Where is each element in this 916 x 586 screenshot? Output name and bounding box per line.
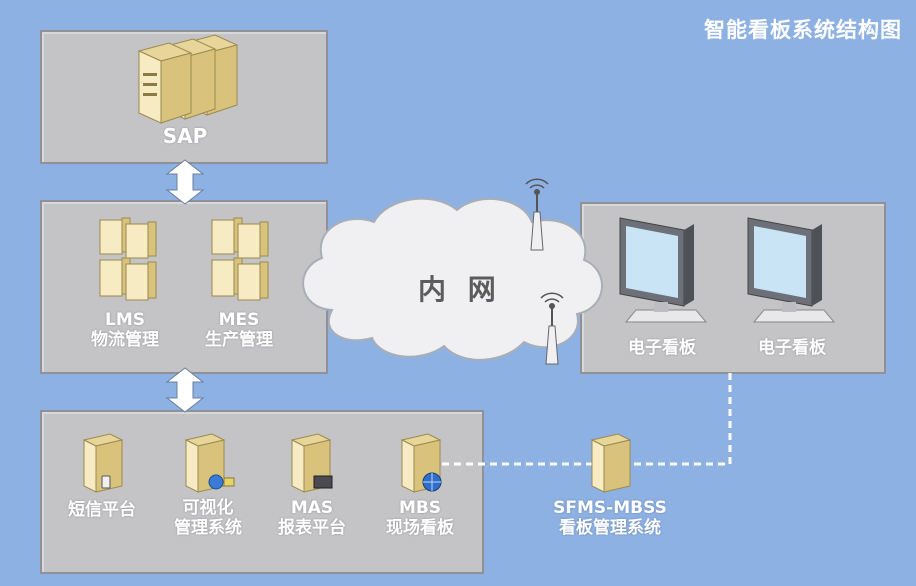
bottom-label-mas: MAS 报表平台 xyxy=(262,498,362,539)
bottom-label-visual: 可视化 管理系统 xyxy=(158,498,258,539)
antenna-icon xyxy=(525,178,549,251)
sap-label: SAP xyxy=(162,124,208,148)
diagram-title: 智能看板系统结构图 xyxy=(704,18,902,42)
server-cluster-icon xyxy=(211,217,269,301)
server-icon xyxy=(82,433,124,493)
double-arrow-icon xyxy=(165,159,205,205)
mas-line1: MAS xyxy=(290,498,334,518)
cloud-icon xyxy=(302,197,603,361)
mbs-line2: 现场看板 xyxy=(386,518,454,539)
mes-name: MES xyxy=(218,310,260,330)
server-rack-icon xyxy=(137,34,239,124)
bottom-label-sms: 短信平台 xyxy=(52,500,152,520)
mas-line2: 报表平台 xyxy=(278,518,346,539)
board-label-1: 电子看板 xyxy=(628,338,696,358)
monitor-icon xyxy=(619,217,708,323)
sfms-line1: SFMS-MBSS xyxy=(553,498,667,518)
server-icon xyxy=(590,433,632,493)
mbs-line1: MBS xyxy=(398,498,442,518)
server-icon xyxy=(400,433,442,493)
double-arrow-icon xyxy=(165,367,205,413)
mes-desc: 生产管理 xyxy=(205,330,273,351)
visual-line2: 管理系统 xyxy=(174,518,242,539)
lms-desc: 物流管理 xyxy=(91,330,159,351)
visual-line1: 可视化 xyxy=(182,498,234,518)
monitor-icon xyxy=(747,217,836,323)
server-cluster-icon xyxy=(99,217,157,301)
lms-label: LMS 物流管理 xyxy=(70,310,180,351)
server-icon xyxy=(184,433,235,493)
bottom-label-mbs: MBS 现场看板 xyxy=(370,498,470,539)
sms-line1: 短信平台 xyxy=(68,500,136,520)
sfms-label: SFMS-MBSS 看板管理系统 xyxy=(532,498,688,539)
network-label: 内 网 xyxy=(418,273,502,306)
antenna-icon xyxy=(540,292,564,365)
lms-mes-panel xyxy=(40,200,328,374)
board-label-2: 电子看板 xyxy=(758,338,826,358)
lms-name: LMS xyxy=(105,310,145,330)
server-icon xyxy=(290,433,333,493)
sfms-line2: 看板管理系统 xyxy=(559,518,661,539)
mes-label: MES 生产管理 xyxy=(184,310,294,351)
